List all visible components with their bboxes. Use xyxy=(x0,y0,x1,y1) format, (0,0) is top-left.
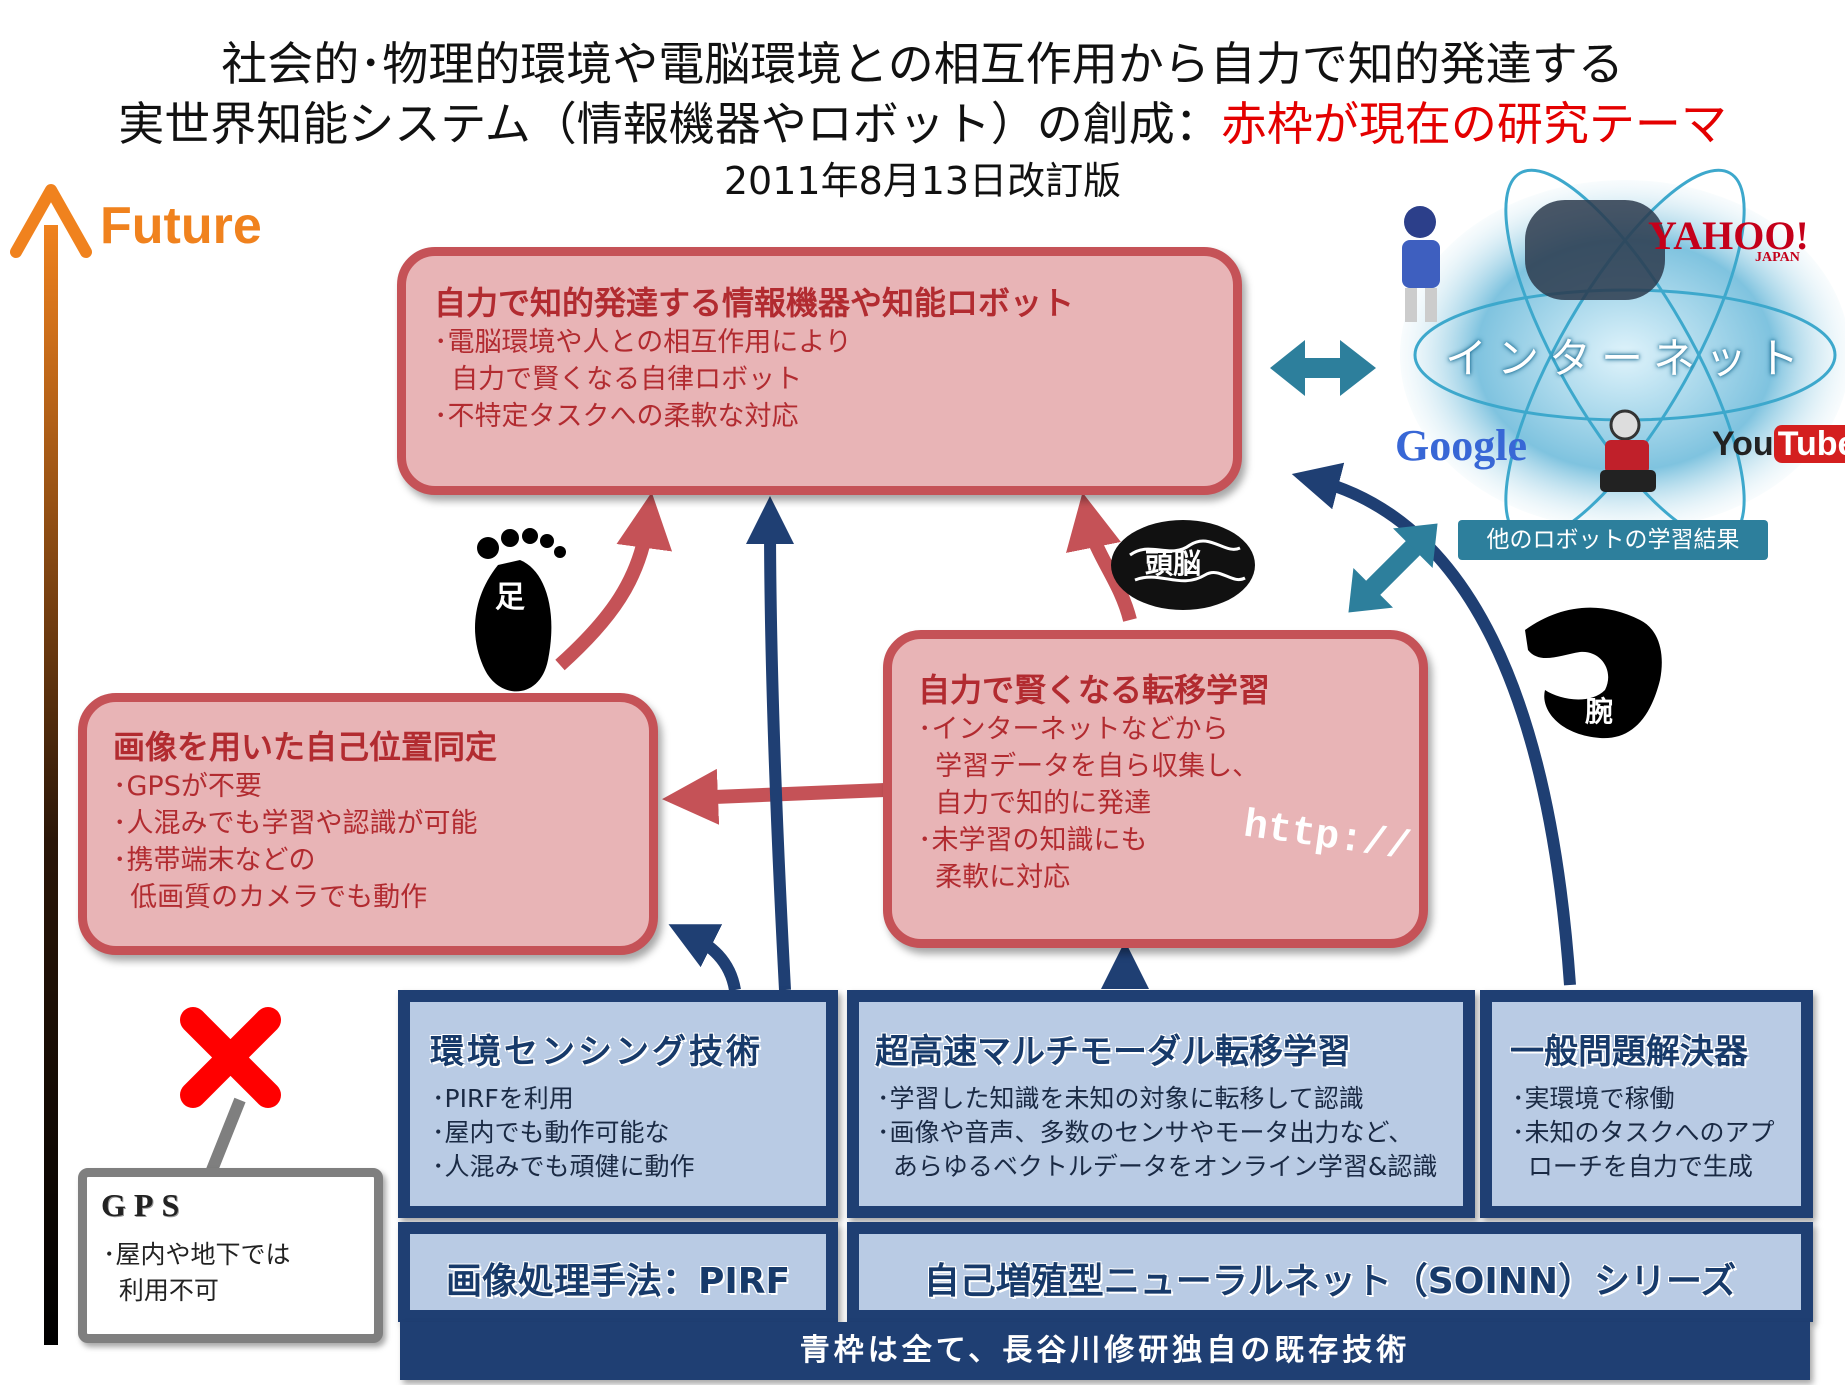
mid-box-item: ･未学習の知識にも xyxy=(918,825,1148,856)
small-robot-icon xyxy=(1402,206,1440,322)
env-box-title: 環境センシング技術 xyxy=(430,1032,763,1072)
multimodal-transfer-box: 超高速マルチモーダル転移学習 ･学習した知識を未知の対象に転移して認識 ･画像や… xyxy=(847,990,1475,1218)
top-research-box: 自力で知的発達する情報機器や知能ロボット ･電脳環境や人との相互作用により 自力… xyxy=(397,247,1242,495)
soinn-box: 自己増殖型ニューラルネット（SOINN）シリーズ xyxy=(847,1222,1813,1322)
foot-icon xyxy=(475,528,566,692)
gps-box-title: GPS xyxy=(101,1187,188,1223)
transfer-box-item: ･学習した知識を未知の対象に転移して認識 xyxy=(877,1084,1364,1113)
foot-label: 足 xyxy=(495,580,525,615)
pirf-box-title: 画像処理手法：PIRF xyxy=(445,1261,791,1302)
top-box-item: ･不特定タスクへの柔軟な対応 xyxy=(434,401,799,432)
env-box-item: ･PIRFを利用 xyxy=(432,1084,574,1113)
transfer-box-title: 超高速マルチモーダル転移学習 xyxy=(875,1032,1351,1072)
title-line-2: 実世界知能システム（情報機器やロボット）の創成：赤枠が現在の研究テーマ xyxy=(0,96,1845,152)
teal-double-arrow-horizontal xyxy=(1270,340,1376,396)
yahoo-logo: YAHOO! xyxy=(1648,213,1809,258)
gps-box-item: 利用不可 xyxy=(103,1276,219,1305)
left-box-item: ･GPSが不要 xyxy=(113,771,262,802)
title-line-1: 社会的･物理的環境や電脳環境との相互作用から自力で知的発達する xyxy=(221,37,1624,91)
youtube-logo-you: You xyxy=(1712,425,1774,463)
youtube-logo-tube: Tube xyxy=(1773,425,1845,463)
solver-box-title: 一般問題解決器 xyxy=(1510,1032,1748,1072)
title-line-2-main: 実世界知能システム（情報機器やロボット）の創成： xyxy=(118,97,1221,151)
red-arrow-mid-to-left xyxy=(662,768,886,825)
red-arrow-left-to-top xyxy=(555,492,673,671)
brain-label: 頭脳 xyxy=(1145,547,1202,580)
arm-label: 腕 xyxy=(1585,695,1614,728)
soinn-box-title: 自己増殖型ニューラルネット（SOINN）シリーズ xyxy=(923,1261,1737,1302)
arm-icon xyxy=(1525,607,1662,739)
mid-box-item: 柔軟に対応 xyxy=(918,862,1071,893)
env-box-item: ･屋内でも動作可能な xyxy=(432,1118,670,1147)
solver-box-item: ･実環境で稼働 xyxy=(1512,1084,1675,1113)
mid-box-item: ･インターネットなどから xyxy=(918,714,1229,745)
self-localization-box: 画像を用いた自己位置同定 ･GPSが不要 ･人混みでも学習や認識が可能 ･携帯端… xyxy=(78,693,658,955)
internet-label: インターネット xyxy=(1445,334,1810,383)
other-robots-caption: 他のロボットの学習結果 xyxy=(1458,520,1768,560)
env-box-item: ･人混みでも頑健に動作 xyxy=(432,1152,695,1181)
solver-box-item: ローチを自力で生成 xyxy=(1512,1152,1753,1181)
robot-small-bottom-icon xyxy=(1600,409,1656,492)
left-box-item: 低画質のカメラでも動作 xyxy=(113,882,428,913)
transfer-box-item: あらゆるベクトルデータをオンライン学習&認識 xyxy=(877,1152,1438,1181)
blue-arrow-env-to-left xyxy=(668,924,741,992)
blue-arrow-solver-to-top xyxy=(1291,462,1576,986)
top-box-item: ･電脳環境や人との相互作用により xyxy=(434,327,852,358)
top-box-item: 自力で賢くなる自律ロボット xyxy=(434,364,803,395)
title-line-2-highlight: 赤枠が現在の研究テーマ xyxy=(1220,97,1727,151)
transfer-learning-box: 自力で賢くなる転移学習 ･インターネットなどから 学習データを自ら収集し、 自力… xyxy=(883,630,1428,948)
youtube-logo: YouTube xyxy=(1712,425,1845,464)
gps-box: GPS ･屋内や地下では 利用不可 xyxy=(78,1168,383,1343)
revision-date: 2011年8月13日改訂版 xyxy=(723,159,1122,203)
left-box-title: 画像を用いた自己位置同定 xyxy=(113,728,498,766)
top-box-title: 自力で知的発達する情報機器や知能ロボット xyxy=(434,284,1075,322)
yahoo-japan-text: JAPAN xyxy=(1755,250,1800,265)
brain-icon xyxy=(1111,520,1255,610)
transfer-box-item: ･画像や音声、多数のセンサやモータ出力など、 xyxy=(877,1118,1414,1147)
google-logo: Google xyxy=(1395,421,1527,470)
teal-double-arrow-diagonal xyxy=(1348,523,1438,613)
left-box-item: ･人混みでも学習や認識が可能 xyxy=(113,808,478,839)
mid-box-item: 学習データを自ら収集し、 xyxy=(918,751,1260,782)
no-gps-x-icon xyxy=(180,1007,281,1178)
gps-box-item: ･屋内や地下では xyxy=(103,1240,291,1269)
red-arrow-mid-to-top xyxy=(1066,492,1137,622)
mid-box-title: 自力で賢くなる転移学習 xyxy=(918,671,1271,709)
left-box-item: ･携帯端末などの xyxy=(113,845,316,876)
existing-tech-banner: 青枠は全て、長谷川修研独自の既存技術 xyxy=(400,1322,1810,1380)
pirf-box: 画像処理手法：PIRF xyxy=(398,1222,838,1322)
future-label: Future xyxy=(100,197,262,255)
problem-solver-box: 一般問題解決器 ･実環境で稼働 ･未知のタスクへのアプ ローチを自力で生成 xyxy=(1480,990,1813,1218)
future-timeline-arrow xyxy=(10,184,92,1345)
blue-arrow-env-to-top xyxy=(746,496,795,991)
env-sensing-box: 環境センシング技術 ･PIRFを利用 ･屋内でも動作可能な ･人混みでも頑健に動… xyxy=(398,990,838,1218)
solver-box-item: ･未知のタスクへのアプ xyxy=(1512,1118,1775,1147)
mid-box-item: 自力で知的に発達 xyxy=(918,788,1152,819)
